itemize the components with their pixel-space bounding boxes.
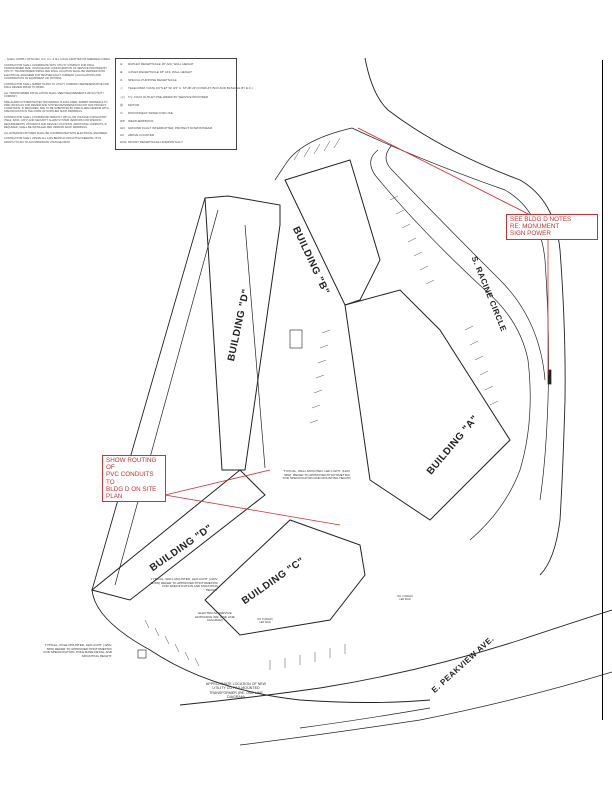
leader-pvc-2 bbox=[164, 494, 341, 526]
note-pole-led: TYPICAL, POLE MOUNTED, LED LIGHT. (120V,… bbox=[43, 643, 112, 659]
duplex-receptacle-icon: ⊖ bbox=[120, 62, 123, 66]
legend-text: MOUNT RECEPTACLE HORIZONTALLY bbox=[128, 140, 183, 144]
leader-pvc-1 bbox=[164, 469, 271, 496]
legend-text: DUPLEX RECEPTACLE 18" AFF, WALL HEIGHT bbox=[128, 62, 194, 66]
note-transformer: APPROXIMATE LOCATION OF NEW UTILITY CO P… bbox=[205, 682, 267, 700]
legend-text: SPECIAL PURPOSE RECEPTACLE bbox=[128, 78, 177, 82]
note-wall-led-c: TYPICAL, WALL MOUNTED, LED LIGHT. (120V,… bbox=[150, 577, 218, 593]
legend-abbrev: GFI bbox=[120, 126, 125, 130]
sheet-border bbox=[602, 60, 603, 720]
legend-row: ⊖ DUPLEX RECEPTACLE 18" AFF, WALL HEIGHT bbox=[120, 62, 194, 66]
legend-row: HORMOUNT RECEPTACLE HORIZONTALLY bbox=[120, 140, 183, 144]
special-receptacle-icon: ⊜ bbox=[120, 78, 123, 82]
peakview-island bbox=[299, 707, 431, 729]
road-curb-inner bbox=[351, 127, 549, 501]
callout-line: SEE BLDG D NOTES bbox=[510, 216, 572, 223]
building-d-upper bbox=[204, 195, 281, 471]
legend-row: ⊡ DISCONNECT RATED FOR USE bbox=[120, 111, 173, 115]
general-notes: ... SHALL COMPLY WITH NEC, IFC, U.L. & A… bbox=[4, 58, 112, 146]
callout-line: PLAN bbox=[106, 493, 123, 501]
building-d-lower bbox=[90, 469, 266, 601]
legend-row: Ⓜ MOTOR bbox=[120, 103, 139, 107]
legend-text: GROUND FAULT INTERRUPTER, PROTECT DOWNST… bbox=[128, 126, 213, 130]
legend-text: DISCONNECT RATED FOR USE bbox=[128, 111, 173, 115]
note-service-entrance: ELECTRICAL SERVICE ENTRANCE (RE: ONE LIN… bbox=[195, 611, 235, 623]
legend-text: 4-PLEX RECEPTACLE 18" AFF, WALL HEIGHT bbox=[128, 70, 192, 74]
note: CONTRACTOR SHALL SUBMIT PLANS TO UTILITY… bbox=[4, 82, 109, 89]
note: FIRE ALARM SYSTEM PROTECTION DESIGN IS E… bbox=[4, 100, 109, 114]
callout-line: PVC CONDUITS TO bbox=[106, 471, 154, 486]
transformer-pad bbox=[137, 649, 147, 659]
telecom-outlet-icon: ◁ bbox=[120, 86, 123, 90]
callout-line: SIGN POWER bbox=[510, 230, 551, 238]
note: ALL TRANSFORMER INSTALLATION SHALL MEET … bbox=[4, 91, 105, 98]
legend-row: ◁◁T.V. COAX OUTLET PRE-WIRED BY SERVICE … bbox=[120, 95, 208, 99]
legend-text: WEATHERPROOF bbox=[128, 119, 154, 123]
racine-curb bbox=[385, 144, 546, 381]
callout-line: BLDG D ON SITE bbox=[106, 485, 157, 493]
legend-row: ⊜ SPECIAL PURPOSE RECEPTACLE bbox=[120, 78, 177, 82]
legend-text: MOTOR bbox=[128, 103, 140, 107]
legend-abbrev: HOR bbox=[120, 140, 127, 144]
note: CONTRACTOR SHALL COORDINATE WITH UTILITY… bbox=[4, 63, 107, 80]
callout-pvc-routing: SHOW ROUTING OF PVC CONDUITS TO BLDG D O… bbox=[102, 455, 166, 503]
disconnect-icon: ⊡ bbox=[120, 111, 123, 115]
road-curb-outer bbox=[364, 57, 566, 576]
note: ... SHALL COMPLY WITH NEC, IFC, U.L. & A… bbox=[4, 58, 111, 61]
peakview-curb-n bbox=[179, 609, 612, 706]
legend-text: ABOVE COUNTER bbox=[128, 133, 155, 137]
note: CONTRACTOR SHALL COORDINATE DIRECTLY WIT… bbox=[4, 116, 107, 129]
parking-arc-north bbox=[274, 127, 353, 181]
parking-edge-west-inner bbox=[114, 209, 219, 586]
peakview-curb-s bbox=[239, 671, 612, 746]
note-sign-e: NO. 2 (FIELD) LED SIGN bbox=[397, 595, 413, 601]
callout-line: SHOW ROUTING OF bbox=[106, 457, 157, 472]
legend-abbrev: AC bbox=[120, 133, 125, 137]
motor-icon: Ⓜ bbox=[120, 103, 124, 107]
legend-abbrev: WP bbox=[120, 119, 125, 123]
note-wall-led-a: TYPICAL, WALL MOUNTED, LED LIGHT. (120V,… bbox=[282, 469, 352, 481]
legend-text: T.V. COAX OUTLET PRE-WIRED BY SERVICE PR… bbox=[128, 95, 209, 99]
parking-stalls bbox=[144, 137, 499, 670]
leader-bldg-d-notes-1 bbox=[357, 127, 561, 231]
racine-inner-island bbox=[370, 149, 531, 541]
note-sign-c: NO. 8 (FIELD) LED SIGN bbox=[257, 618, 273, 624]
legend-text: TELECOMM / DATA OUTLET W/ 3/4" C. STUB U… bbox=[128, 86, 253, 90]
legend-row: ⊕ 4-PLEX RECEPTACLE 18" AFF, WALL HEIGHT bbox=[120, 70, 192, 74]
callout-bldg-d-notes: SEE BLDG D NOTES RE: MONUMENT SIGN POWER bbox=[506, 214, 598, 240]
building-a bbox=[344, 289, 511, 521]
building-c bbox=[204, 519, 366, 636]
equipment-pad bbox=[289, 329, 303, 349]
note: ALL EXTERIOR FIXTURES SHALL BE COORDINAT… bbox=[4, 131, 108, 135]
monument-sign-marker bbox=[547, 369, 552, 385]
tv-outlet-icon: ◁◁ bbox=[120, 95, 125, 99]
legend-row: ◁ TELECOMM / DATA OUTLET W/ 3/4" C. STUB … bbox=[120, 86, 253, 90]
parking-edge-west bbox=[91, 197, 431, 703]
building-b bbox=[284, 159, 381, 306]
fourplex-receptacle-icon: ⊕ bbox=[120, 70, 123, 74]
symbol-legend: ⊖DUPLEX RECEPTACLE 18" AFF, WALL HEIGHT … bbox=[115, 58, 253, 150]
callout-line: RE: MONUMENT bbox=[510, 223, 560, 231]
note: CONTRACTOR SHALL UPSIZE ALL 120V BRANCH … bbox=[4, 137, 102, 144]
